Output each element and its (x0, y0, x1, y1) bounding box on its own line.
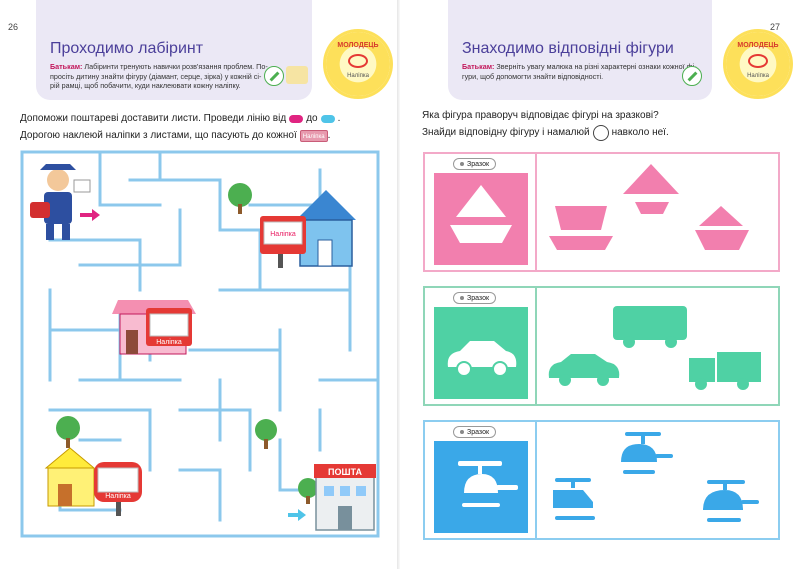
start-arrow-icon (289, 114, 304, 123)
glasses-icon (748, 54, 768, 68)
instruction-text: Знайди відповідну фігуру і намалюй (422, 127, 590, 138)
end-arrow-icon (320, 114, 335, 123)
instruction: Яка фігура праворуч відповідає фігурі на… (422, 107, 669, 141)
mailbox: Наліпка (146, 308, 192, 346)
parent-note: Батькам: Лабіринти тренують навички розв… (50, 62, 268, 91)
header-panel: Проходимо лабіринт Батькам: Лабіринти тр… (36, 0, 312, 100)
left-page: 26 Проходимо лабіринт Батькам: Лабіринти… (0, 0, 400, 569)
mailbox: Наліпка (94, 462, 142, 516)
circle-icon (592, 124, 609, 141)
match-row-car: Зразок (423, 286, 780, 406)
sticker-icon (286, 66, 308, 84)
parent-note: Батькам: Зверніть увагу малюка на різні … (462, 62, 697, 81)
sample-box (434, 307, 528, 399)
post-office: ПОШТА (314, 464, 376, 531)
post-office-sign: ПОШТА (328, 467, 362, 477)
sample-box (434, 441, 528, 533)
instruction-text: . (337, 113, 341, 124)
candidate-shape[interactable] (613, 306, 687, 348)
tree-icon (56, 416, 80, 448)
right-page: 27 Знаходимо відповідні фігури Батькам: … (400, 0, 800, 569)
sticker-label: Наліпка (156, 338, 182, 346)
header-panel: Знаходимо відповідні фігури Батькам: Зве… (448, 0, 712, 100)
blue-house (296, 190, 356, 267)
parent-note-line: рій рамці, щоб побачити, куди наклеювати… (50, 81, 241, 90)
sticker-label: Наліпка (105, 492, 131, 500)
instruction-text: . (327, 130, 331, 141)
end-arrow-icon (288, 509, 306, 521)
sample-box (434, 173, 528, 265)
row-divider (535, 288, 537, 404)
mini-sticker-icon: Наліпка (299, 129, 328, 142)
mailbox: Наліпка (260, 216, 306, 268)
candidate-shape[interactable] (689, 352, 761, 390)
glasses-icon (348, 54, 368, 68)
instruction-text: Дорогою наклеюй наліпки з листами, що па… (20, 130, 297, 141)
instruction-text: Яка фігура праворуч відповідає фігурі на… (422, 110, 659, 121)
candidate-shape[interactable] (553, 478, 595, 520)
instruction: Допоможи поштареві доставити листи. Пров… (20, 110, 340, 144)
well-done-badge: МОЛОДЕЦЬ Наліпка (726, 32, 790, 96)
match-row-helicopter: Зразок (423, 420, 780, 540)
maze[interactable]: Наліпка Наліпка Наліпка ПОШТА (20, 150, 380, 540)
candidate-shape[interactable] (549, 206, 613, 250)
candidate-shape[interactable] (548, 354, 620, 386)
instruction-text: Допоможи поштареві доставити листи. Пров… (20, 113, 287, 124)
page-title: Знаходимо відповідні фігури (462, 40, 674, 57)
badge-label: Наліпка (347, 73, 369, 79)
sample-tag: Зразок (453, 292, 497, 304)
page-title: Проходимо лабіринт (50, 40, 204, 57)
badge-label: Наліпка (747, 73, 769, 79)
boat-shape (450, 185, 512, 243)
candidate-shape[interactable] (695, 206, 749, 250)
badge-text: МОЛОДЕЦЬ (337, 42, 379, 49)
pencil-icon (264, 66, 284, 86)
sample-tag: Зразок (453, 158, 497, 170)
candidate-shape[interactable] (623, 164, 679, 214)
parent-note-line: Зверніть увагу малюка на різні характерн… (496, 62, 697, 71)
well-done-badge: МОЛОДЕЦЬ Наліпка (326, 32, 390, 96)
row-divider (535, 154, 537, 270)
candidate-shape[interactable] (621, 432, 673, 474)
yellow-house (44, 447, 96, 507)
tree-icon (228, 183, 252, 214)
sticker-label: Наліпка (270, 230, 296, 238)
helicopter-shape (458, 461, 518, 507)
start-arrow-icon (80, 209, 100, 221)
instruction-text: до (306, 113, 318, 124)
page-number: 27 (770, 22, 781, 32)
parent-note-line: Лабіринти тренують навички розв'язання п… (84, 62, 268, 71)
car-shape (447, 341, 517, 367)
row-divider (535, 422, 537, 538)
badge-text: МОЛОДЕЦЬ (737, 42, 779, 49)
instruction-text: навколо неї. (611, 127, 669, 138)
parent-note-line: гури, щоб допомогти знайти відповідності… (462, 71, 604, 81)
pencil-icon (682, 66, 702, 86)
parent-note-label: Батькам: (462, 62, 495, 71)
page-number: 26 (8, 22, 19, 32)
tree-icon (255, 419, 277, 449)
sample-tag: Зразок (453, 426, 497, 438)
parent-note-label: Батькам: (50, 62, 83, 71)
match-row-boat: Зразок (423, 152, 780, 272)
tree-icon (298, 478, 318, 504)
mail-carrier (30, 164, 91, 240)
candidate-shape[interactable] (703, 480, 759, 522)
parent-note-line: просіть дитину знайти фігуру (діамант, с… (50, 71, 262, 81)
